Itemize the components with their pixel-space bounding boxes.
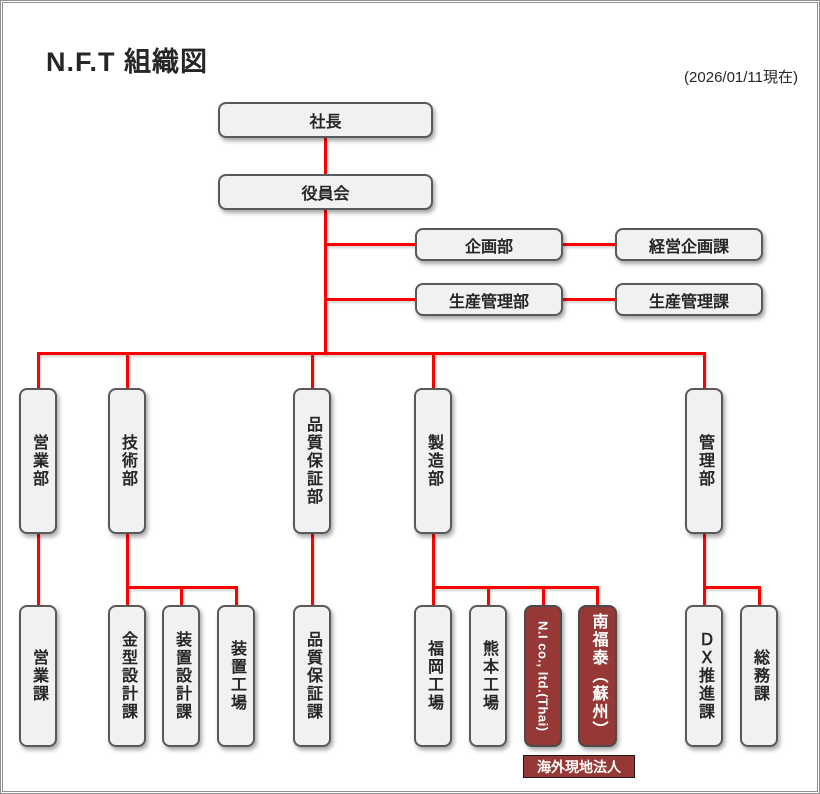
node-sales-sec: 営業課 [19, 605, 57, 747]
connector-board-trunk [323, 210, 327, 354]
connector-sales-dept-sec [36, 533, 40, 606]
connector-stub-equipment-plant [234, 587, 238, 606]
node-general-affairs-sec: 総務課 [740, 605, 778, 747]
connector-stub-administration-dept [702, 353, 706, 389]
node-manufacturing-dept: 製造部 [414, 388, 452, 534]
node-fukuoka-plant: 福岡工場 [414, 605, 452, 747]
node-production-control-dept: 生産管理部 [415, 283, 563, 316]
connector-trunk-production-control [325, 297, 415, 301]
connector-trunk-planning [325, 242, 415, 246]
node-equipment-plant: 装置工場 [217, 605, 255, 747]
connector-stub-manufacturing-dept [431, 353, 435, 389]
connector-stub-engineering-dept [125, 353, 129, 389]
connector-stub-equipment-design [179, 587, 183, 606]
connector-stub-ni-thai [541, 587, 545, 606]
node-kumamoto-plant: 熊本工場 [469, 605, 507, 747]
node-mold-design-sec: 金型設計課 [108, 605, 146, 747]
connector-stub-sales-dept [36, 353, 40, 389]
node-board: 役員会 [218, 174, 433, 210]
node-quality-assurance-sec: 品質保証課 [293, 605, 331, 747]
connector-manufacturing-horizontal [431, 585, 599, 589]
connector-manufacturing-trunk [431, 533, 435, 606]
connector-administration-horizontal [702, 585, 761, 589]
node-nanfutai-suzhou: 南福泰（蘇州） [578, 605, 617, 747]
connector-administration-trunk [702, 533, 706, 606]
node-administration-dept: 管理部 [685, 388, 723, 534]
connector-stub-kumamoto [486, 587, 490, 606]
overseas-legend-tag: 海外現地法人 [523, 755, 635, 778]
node-corporate-planning-sec: 経営企画課 [615, 228, 763, 261]
node-planning-dept: 企画部 [415, 228, 563, 261]
connector-stub-qa-dept [310, 353, 314, 389]
date-note: (2026/01/11現在) [684, 69, 798, 86]
page-title: N.F.T 組織図 [46, 47, 208, 77]
connector-stub-general-affairs [757, 587, 761, 606]
connector-planning-corporate-planning [563, 242, 615, 246]
node-president: 社長 [218, 102, 433, 138]
connector-qa-dept-sec [310, 533, 314, 606]
connector-main-horizontal [36, 351, 706, 355]
connector-president-board [323, 138, 327, 174]
node-sales-dept: 営業部 [19, 388, 57, 534]
connector-engineering-trunk [125, 533, 129, 606]
node-dx-promotion-sec: ＤＸ推進課 [685, 605, 723, 747]
connector-stub-nanfutai [595, 587, 599, 606]
node-engineering-dept: 技術部 [108, 388, 146, 534]
node-quality-assurance-dept: 品質保証部 [293, 388, 331, 534]
connector-production-control-sec [563, 297, 615, 301]
node-equipment-design-sec: 装置設計課 [162, 605, 200, 747]
node-ni-thai: N.I co., ltd.(Thai) [524, 605, 562, 747]
node-production-control-sec: 生産管理課 [615, 283, 763, 316]
